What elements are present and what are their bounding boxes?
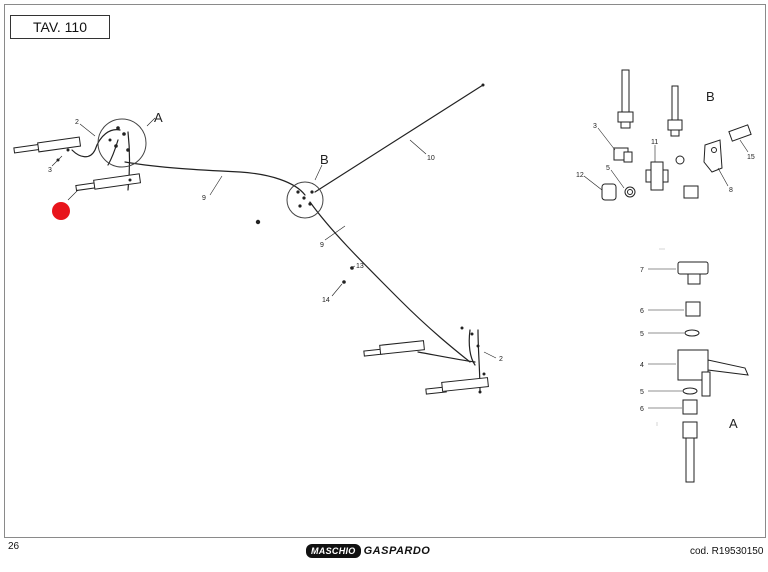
brand-gaspardo: GASPARDO [363, 545, 431, 557]
label-13: 13 [356, 263, 364, 270]
cylinder-lower-middle [363, 340, 425, 357]
label-15: 15 [747, 154, 755, 161]
label-5-panel: 5 [606, 165, 610, 172]
part-valve-4 [677, 349, 749, 397]
label-6-top: 6 [640, 308, 644, 315]
part-washer-5-top [684, 329, 700, 337]
table-title: TAV. 110 [10, 15, 110, 39]
part-elbow-right [683, 185, 699, 199]
part-fitting-15 [728, 124, 752, 142]
part-nipple-6-bottom [682, 399, 698, 415]
label-a-main: A [154, 110, 163, 125]
label-7: 7 [640, 267, 644, 274]
detail-circle-b [286, 181, 324, 219]
label-3-left: 3 [48, 167, 52, 174]
part-washer-5-bottom [682, 387, 698, 395]
label-6-bottom: 6 [640, 406, 644, 413]
detail-circle-a [97, 118, 147, 168]
label-5-top: 5 [640, 331, 644, 338]
page-number: 26 [8, 541, 20, 552]
document-code: cod. R19530150 [690, 546, 764, 557]
part-nipple-6-top [685, 301, 701, 317]
part-elbow-3 [613, 147, 633, 163]
label-9-lower: 9 [320, 242, 324, 249]
label-3-panel: 3 [593, 123, 597, 130]
cylinder-upper-left [13, 136, 82, 154]
part-plug-12 [601, 183, 617, 201]
cylinder-lower-left [75, 173, 142, 192]
label-5-bottom: 5 [640, 389, 644, 396]
label-8: 8 [729, 187, 733, 194]
label-a-panel: A [729, 416, 738, 431]
label-14: 14 [322, 297, 330, 304]
label-2-top: 2 [75, 119, 79, 126]
drawing-frame [4, 4, 766, 538]
hose-9-upper [124, 161, 306, 196]
cylinder-lower-right [425, 377, 489, 395]
label-2-lower: 2 [499, 356, 503, 363]
label-10: 10 [427, 155, 435, 162]
label-9-upper: 9 [202, 195, 206, 202]
part-washer-right [675, 155, 685, 165]
hose-2-left [71, 129, 121, 158]
label-11: 11 [651, 139, 658, 146]
label-12: 12 [576, 172, 584, 179]
part-tee-7 [677, 261, 709, 285]
hose-10 [314, 84, 484, 193]
hose-9-lower [309, 201, 471, 363]
part-pipe-left [617, 69, 634, 129]
hotspot-marker [52, 202, 70, 220]
label-b-main: B [320, 152, 329, 167]
label-4: 4 [640, 362, 644, 369]
brand-logo: MASCHIO GASPARDO [306, 544, 430, 558]
part-pipe-right [667, 85, 683, 137]
part-pipe-a [682, 421, 698, 483]
part-washer-5 [624, 186, 636, 198]
brand-maschio: MASCHIO [306, 544, 361, 558]
label-b-panel: B [706, 89, 715, 104]
part-bracket-8 [703, 139, 723, 173]
part-cross-11 [645, 161, 669, 191]
